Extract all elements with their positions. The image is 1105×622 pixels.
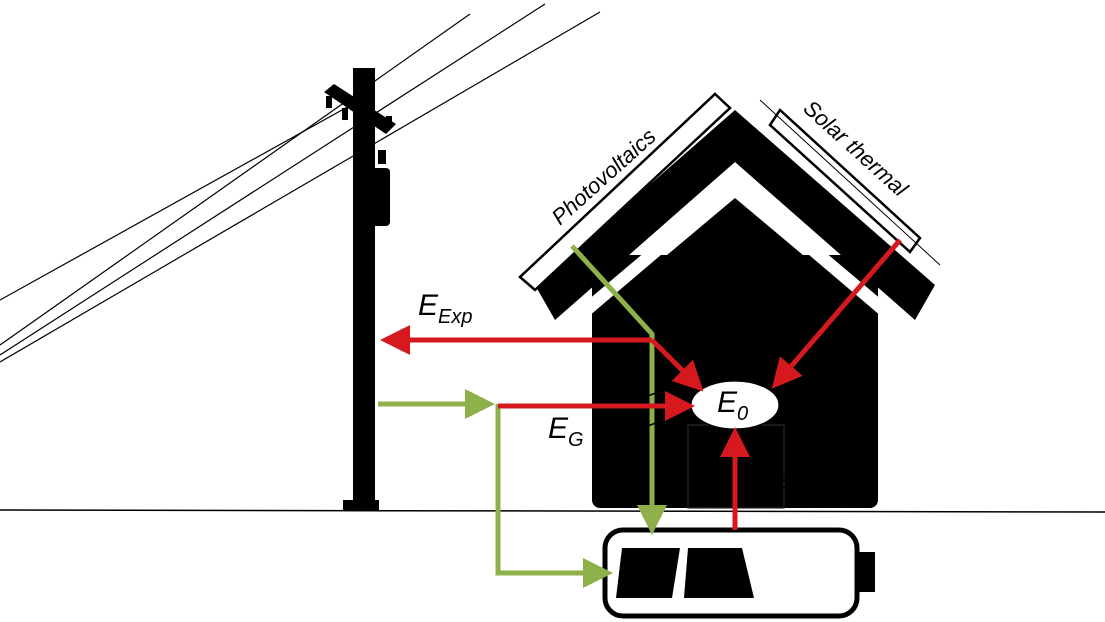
label-e-g: EG: [548, 412, 584, 451]
label-e-es: EES: [742, 454, 789, 493]
battery-icon: [602, 527, 875, 619]
green-flows: [378, 244, 667, 588]
red-flows: [380, 238, 902, 530]
label-q-st: QSt: [810, 339, 854, 378]
label-e-pv: EPV: [678, 326, 726, 365]
solar-thermal-panel: [759, 99, 941, 266]
ground-line: [0, 509, 1105, 513]
flow-grid-battery: [495, 404, 613, 588]
pv-panel: [518, 92, 732, 292]
flow-pv-e0: [650, 338, 704, 392]
flow-st-e0: [771, 238, 902, 389]
utility-pole-icon: [324, 68, 396, 510]
flow-pv-down: [570, 244, 667, 535]
label-e-exp: EExp: [418, 289, 472, 328]
power-lines: [0, 3, 601, 363]
label-e-0: E0: [717, 386, 748, 425]
break-marks: [641, 389, 665, 429]
